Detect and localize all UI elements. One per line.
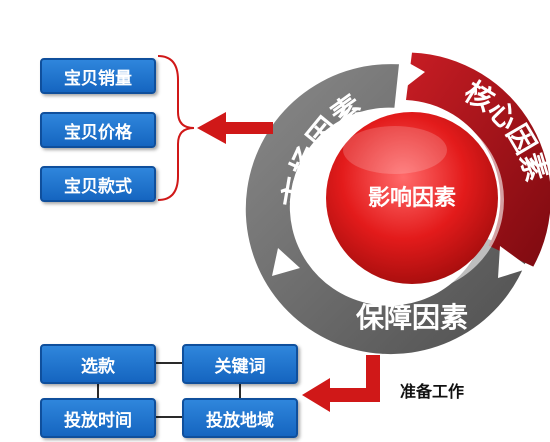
- prep-box-region-label: 投放地域: [206, 410, 274, 431]
- factor-box-price-label: 宝贝价格: [64, 122, 132, 143]
- center-label: 影响因素: [368, 185, 456, 211]
- prep-arrow: [302, 355, 380, 412]
- ring-arrow-notch-left: [272, 248, 300, 276]
- factor-box-price: 宝贝价格: [40, 112, 156, 148]
- factor-box-style: 宝贝款式: [40, 166, 156, 202]
- ring-label-guarantee: 保障因素: [356, 301, 468, 334]
- prep-box-select: 选款: [40, 344, 156, 384]
- ring-red-segment: [406, 52, 550, 267]
- ring-grey-segment: [245, 64, 529, 355]
- factor-brace: [157, 55, 195, 201]
- prep-box-keyword-label: 关键词: [214, 356, 266, 377]
- factor-box-sales-label: 宝贝销量: [64, 68, 132, 89]
- ring-arrow-notch-right: [498, 246, 530, 278]
- prep-box-select-label: 选款: [81, 356, 115, 377]
- factor-box-style-label: 宝贝款式: [64, 176, 132, 197]
- prep-caption: 准备工作: [400, 382, 465, 401]
- factor-box-sales: 宝贝销量: [40, 58, 156, 94]
- center-circle: [326, 112, 498, 284]
- center-highlight: [343, 126, 447, 174]
- prep-box-time-label: 投放时间: [64, 410, 132, 431]
- ring-arrow-notch-top: [398, 58, 425, 93]
- prep-box-time: 投放时间: [40, 398, 156, 438]
- prep-box-region: 投放地域: [182, 398, 298, 438]
- prep-box-keyword: 关键词: [182, 344, 298, 384]
- factor-arrow: [197, 112, 273, 144]
